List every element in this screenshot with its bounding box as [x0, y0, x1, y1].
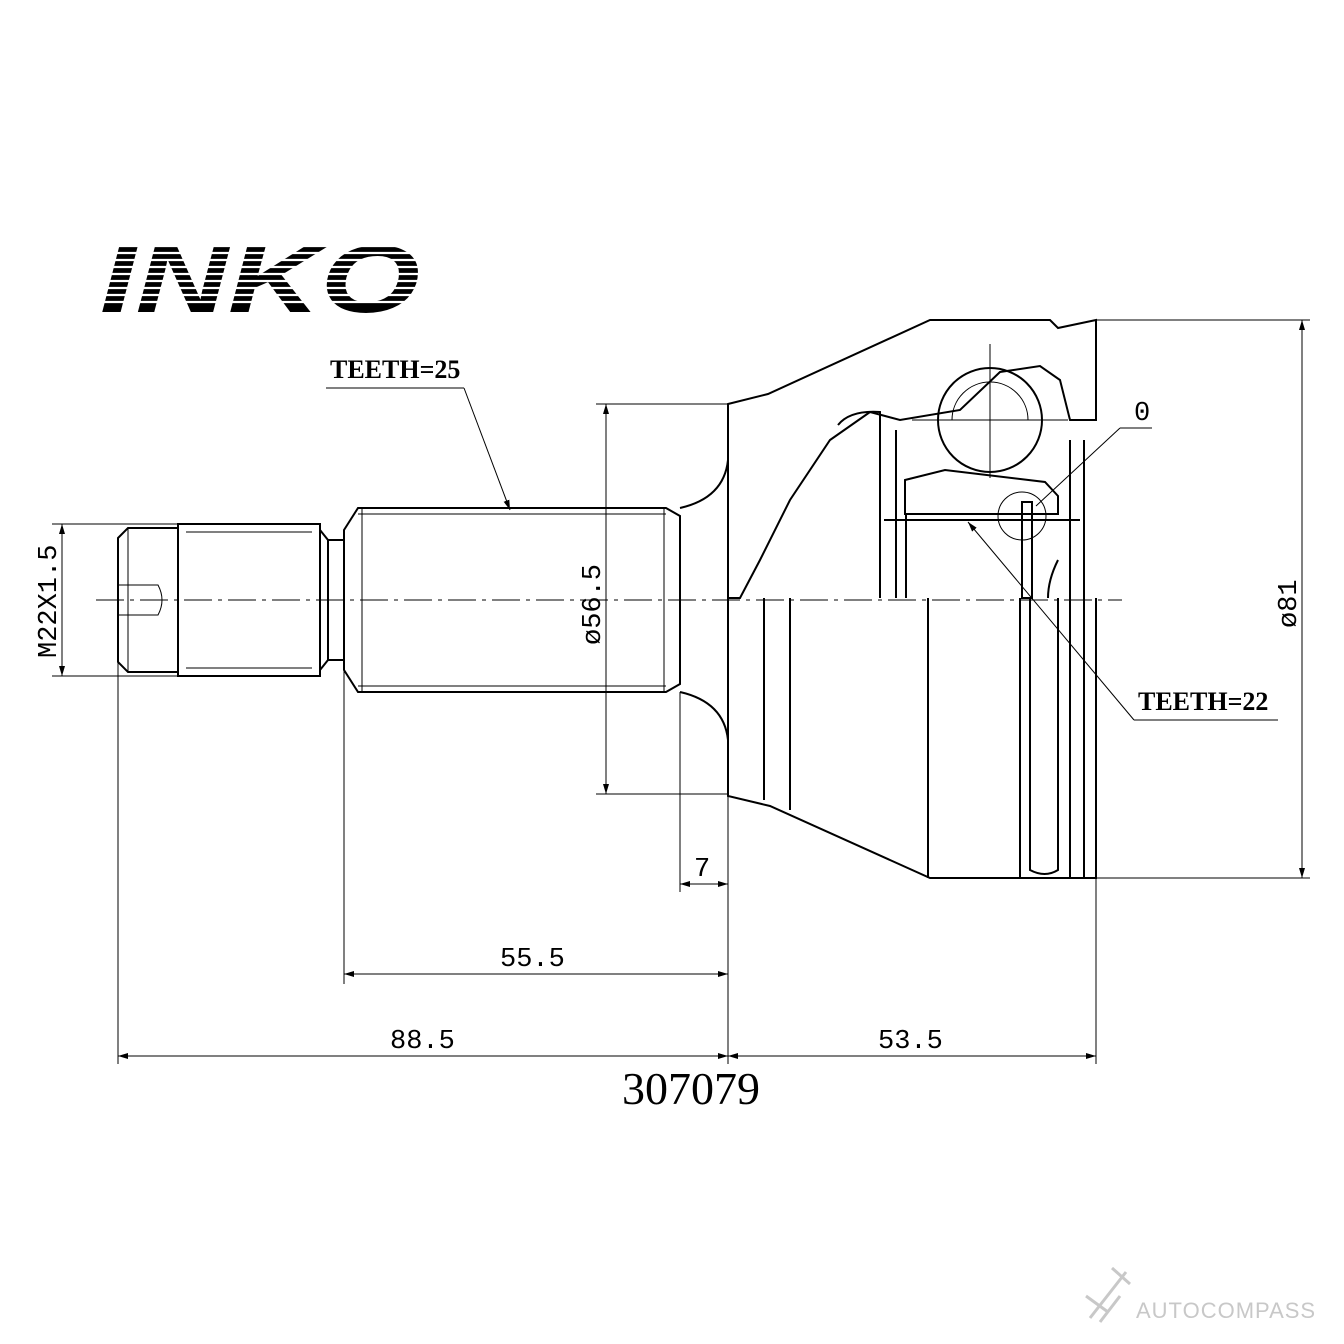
dim-body-length-text: 53.5: [878, 1027, 943, 1057]
watermark: AUTOCOMPASS: [1085, 1266, 1316, 1323]
brand-logo: INKO: [80, 226, 430, 333]
callout-teeth-inner-text: TEETH=22: [1138, 687, 1268, 716]
callout-teeth-shaft: TEETH=25: [326, 355, 511, 511]
housing-body: [727, 410, 1097, 879]
callout-teeth-shaft-text: TEETH=25: [330, 355, 460, 384]
callout-ring-text: 0: [1134, 399, 1150, 429]
housing-section: [727, 318, 1097, 599]
dim-shaft-length-text: 88.5: [390, 1027, 455, 1057]
dim-flange-width-text: 7: [694, 855, 710, 885]
spline-shaft: [343, 507, 681, 693]
watermark-icon: [1085, 1266, 1131, 1323]
brand-logo-text: INKO: [100, 226, 420, 333]
watermark-text: AUTOCOMPASS: [1136, 1298, 1316, 1323]
dim-outer-diameter-text: ø81: [1275, 579, 1305, 628]
part-number: 307079: [622, 1063, 760, 1114]
callout-ring: 0: [1035, 399, 1152, 507]
ball: [912, 344, 1068, 541]
neck-fillet-top: [679, 404, 729, 509]
dim-flange-width: 7: [679, 692, 729, 1064]
logo-speed-stripes: [80, 244, 430, 304]
dim-spline-length: 55.5: [343, 670, 728, 984]
dim-thread: M22X1.5: [35, 523, 178, 677]
dim-overall-lengths: 88.5 53.5: [117, 662, 1097, 1064]
dim-shaft-diameter-text: ø56.5: [579, 564, 609, 645]
dim-thread-text: M22X1.5: [35, 545, 65, 658]
neck-fillet-bottom: [679, 691, 729, 796]
callout-teeth-inner: TEETH=22: [967, 521, 1278, 721]
dim-outer-diameter: ø81: [1096, 319, 1310, 879]
dim-spline-length-text: 55.5: [500, 945, 565, 975]
dim-shaft-diameter: ø56.5: [579, 403, 728, 795]
